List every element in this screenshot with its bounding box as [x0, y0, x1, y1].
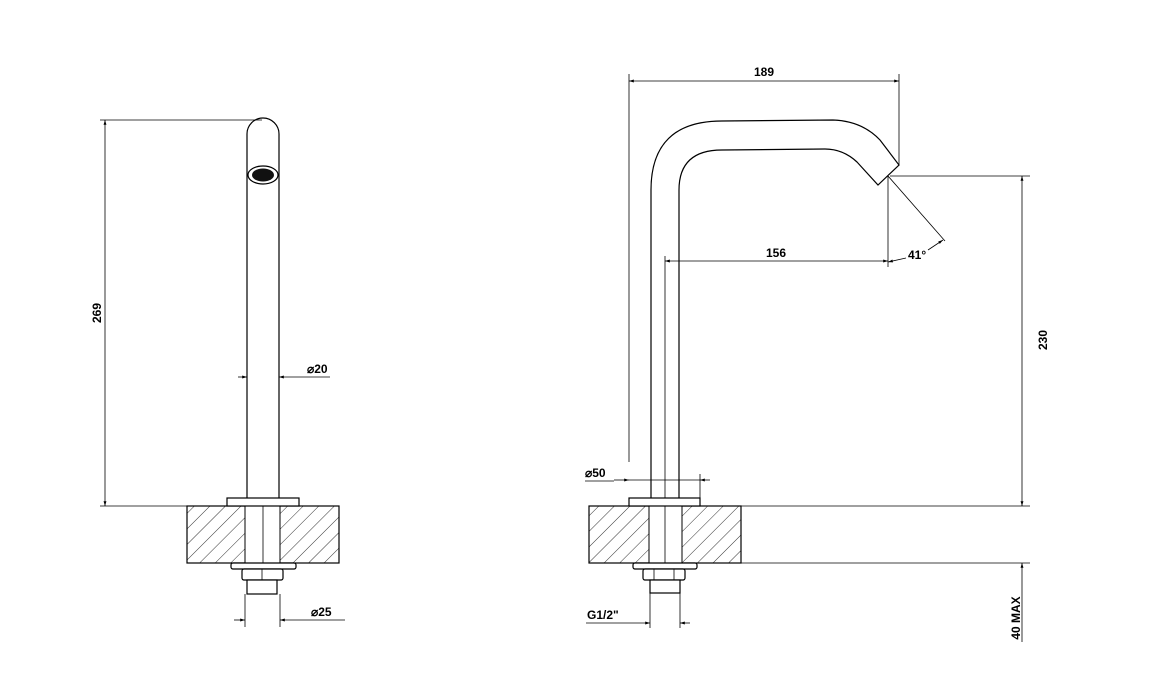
spout-reach-label: 156 [766, 246, 786, 260]
mounting-hole [244, 505, 281, 564]
front-view: 269 ⌀20 ⌀25 [90, 117, 345, 627]
pipe-diameter-label: ⌀20 [307, 362, 328, 376]
mounting-hole [648, 505, 683, 564]
connection-diameter-label: ⌀25 [311, 605, 332, 619]
base-flange [628, 497, 701, 507]
spout-body [650, 119, 900, 498]
counter-thickness-label: 40 MAX [1009, 596, 1023, 639]
connection-pipe [649, 579, 681, 594]
aerator-icon [247, 165, 279, 185]
thread-label: G1/2" [587, 608, 619, 622]
height-label: 269 [90, 303, 104, 323]
faucet-pipe [246, 117, 280, 498]
height-label: 230 [1036, 330, 1050, 350]
side-view: 189 156 41° 230 ⌀50 [585, 65, 1050, 642]
washer [632, 562, 698, 570]
nut [642, 568, 686, 581]
washer [230, 562, 297, 570]
angle-label: 41° [908, 248, 926, 262]
reach-label: 189 [754, 65, 774, 79]
connection-pipe [246, 579, 278, 595]
base-flange [226, 497, 300, 507]
angle-line [887, 175, 946, 242]
base-diameter-label: ⌀50 [585, 466, 606, 480]
nut [241, 568, 284, 581]
